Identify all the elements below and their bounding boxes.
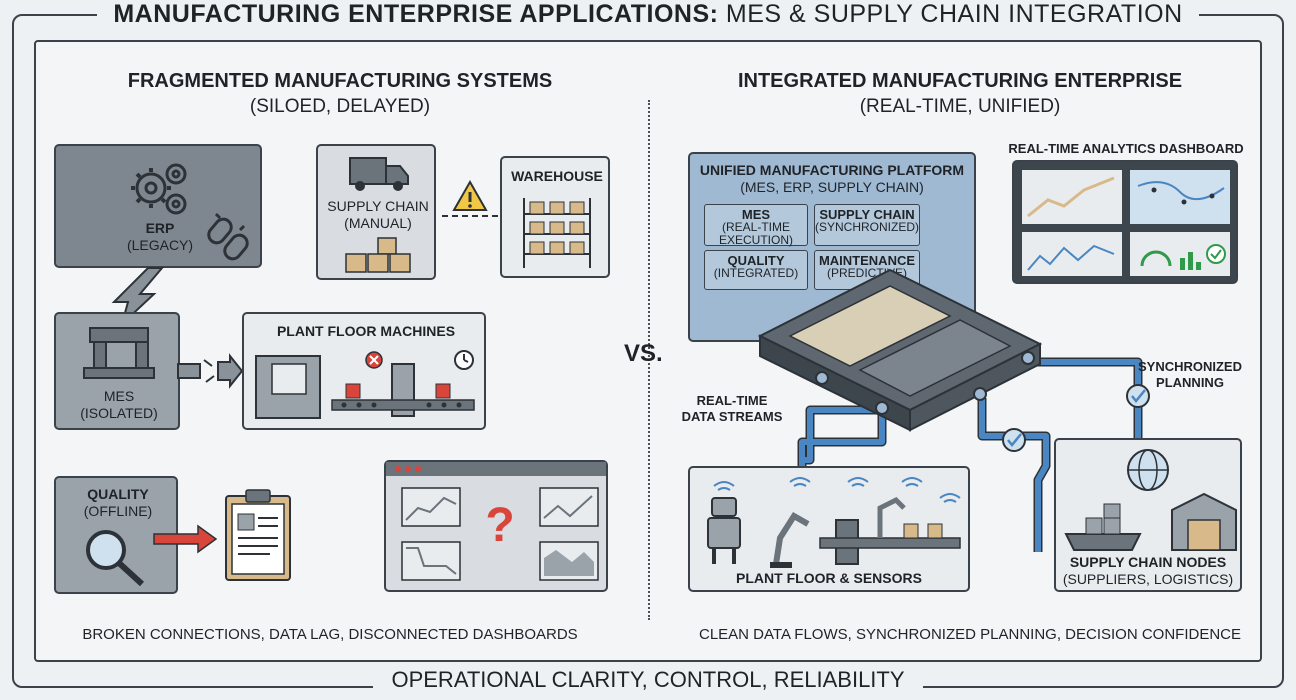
truck-icon: [349, 157, 409, 191]
left-subheading: (SILOED, DELAYED): [249, 96, 431, 117]
question-mark: ?: [485, 499, 515, 552]
broken-link-icon: [207, 212, 249, 261]
quality-sublabel: (OFFLINE): [83, 503, 153, 519]
supply-chain-box: SUPPLY CHAIN (MANUAL): [316, 144, 436, 280]
right-subheading: (REAL-TIME, UNIFIED): [859, 96, 1061, 117]
module-supply-chain: SUPPLY CHAIN (SYNCHRONIZED): [814, 204, 920, 246]
supply-chain-label: SUPPLY CHAIN: [327, 198, 429, 214]
plant-floor-machines-box: PLANT FLOOR MACHINES: [242, 312, 486, 430]
magnifier-icon: [86, 530, 145, 587]
disconnected-dashboard-window: ?: [384, 460, 608, 592]
red-arrow-icon: [153, 524, 218, 554]
page-title-rest: MES & SUPPLY CHAIN INTEGRATION: [718, 0, 1183, 28]
footer-title-text: OPERATIONAL CLARITY, CONTROL, RELIABILIT…: [373, 667, 923, 692]
supply-chain-nodes-label: SUPPLY CHAIN NODES: [1069, 554, 1227, 570]
plant-floor-sensors-box: PLANT FLOOR & SENSORS: [688, 466, 970, 592]
streams-label-line2: DATA STREAMS: [681, 409, 783, 424]
module-supply-chain-sub: (SYNCHRONIZED): [815, 220, 919, 234]
warehouse-box: WAREHOUSE: [500, 156, 610, 278]
warehouse-label: WAREHOUSE: [511, 168, 603, 184]
quality-label: QUALITY: [87, 486, 149, 502]
supply-chain-nodes-box: SUPPLY CHAIN NODES (SUPPLIERS, LOGISTICS…: [1054, 438, 1242, 592]
plant-floor-sensors-label: PLANT FLOOR & SENSORS: [736, 570, 922, 586]
streams-label-line1: REAL-TIME: [696, 393, 768, 408]
robots-sensors-icon: [707, 477, 961, 568]
integration-pipes-diagram: [757, 268, 1150, 552]
right-caption: CLEAN DATA FLOWS, SYNCHRONIZED PLANNING,…: [698, 626, 1241, 643]
mes-box: MES (ISOLATED): [54, 312, 180, 430]
erp-sublabel: (LEGACY): [126, 237, 194, 253]
shelves-icon: [523, 198, 591, 268]
module-mes-sub1: (REAL-TIME: [721, 220, 790, 234]
module-maintenance-name: MAINTENANCE: [818, 253, 916, 268]
sync-label-line1: SYNCHRONIZED: [1137, 359, 1242, 374]
warning-icon: [442, 179, 500, 217]
erp-label: ERP: [145, 220, 175, 236]
left-heading: FRAGMENTED MANUFACTURING SYSTEMS: [127, 70, 553, 92]
analytics-charts-icon: [1022, 170, 1230, 276]
globe-ship-warehouse-icon: [1064, 449, 1237, 551]
machines-icon: [255, 355, 475, 419]
clock-icon: [454, 350, 474, 370]
analytics-dashboard-monitor: [1012, 160, 1238, 284]
quality-box: QUALITY (OFFLINE): [54, 476, 178, 594]
mes-label: MES: [103, 388, 135, 404]
module-mes-sub2: EXECUTION): [718, 233, 793, 247]
mini-charts-icon: [401, 487, 599, 581]
module-supply-chain-name: SUPPLY CHAIN: [819, 207, 915, 222]
module-quality-sub: (INTEGRATED): [713, 266, 799, 280]
module-mes: MES (REAL-TIME EXECUTION): [704, 204, 808, 247]
platform-subtitle: (MES, ERP, SUPPLY CHAIN): [740, 179, 924, 195]
clipboard-icon: [225, 489, 291, 581]
gears-icon: [131, 163, 187, 215]
right-heading: INTEGRATED MANUFACTURING ENTERPRISE: [737, 70, 1183, 92]
plant-floor-machines-label: PLANT FLOOR MACHINES: [276, 323, 456, 339]
module-quality-name: QUALITY: [727, 253, 785, 268]
module-quality: QUALITY (INTEGRATED): [704, 250, 808, 290]
broken-connection-arrow-icon: [177, 353, 244, 389]
page-title-bold: MANUFACTURING ENTERPRISE APPLICATIONS:: [113, 0, 719, 28]
platform-title: UNIFIED MANUFACTURING PLATFORM: [699, 162, 965, 178]
supply-chain-sublabel: (MANUAL): [344, 215, 412, 231]
sewing-machine-icon: [83, 327, 155, 379]
window-dots-icon: [386, 462, 606, 476]
center-divider: [648, 100, 650, 620]
vs-label: VS.: [624, 340, 663, 367]
erp-box: ERP (LEGACY): [54, 144, 262, 268]
sync-label-line2: PLANNING: [1156, 375, 1224, 390]
footer-title: OPERATIONAL CLARITY, CONTROL, RELIABILIT…: [0, 667, 1296, 693]
mes-sublabel: (ISOLATED): [80, 405, 158, 421]
page-title: MANUFACTURING ENTERPRISE APPLICATIONS: M…: [70, 0, 1226, 34]
supply-chain-nodes-sublabel: (SUPPLIERS, LOGISTICS): [1062, 571, 1234, 587]
module-mes-name: MES: [741, 207, 771, 222]
analytics-title: REAL-TIME ANALYTICS DASHBOARD: [1008, 141, 1244, 156]
left-caption: BROKEN CONNECTIONS, DATA LAG, DISCONNECT…: [82, 626, 578, 643]
boxes-icon: [345, 237, 411, 273]
error-icon: [365, 351, 383, 369]
broken-arrow-icon: [111, 267, 165, 328]
